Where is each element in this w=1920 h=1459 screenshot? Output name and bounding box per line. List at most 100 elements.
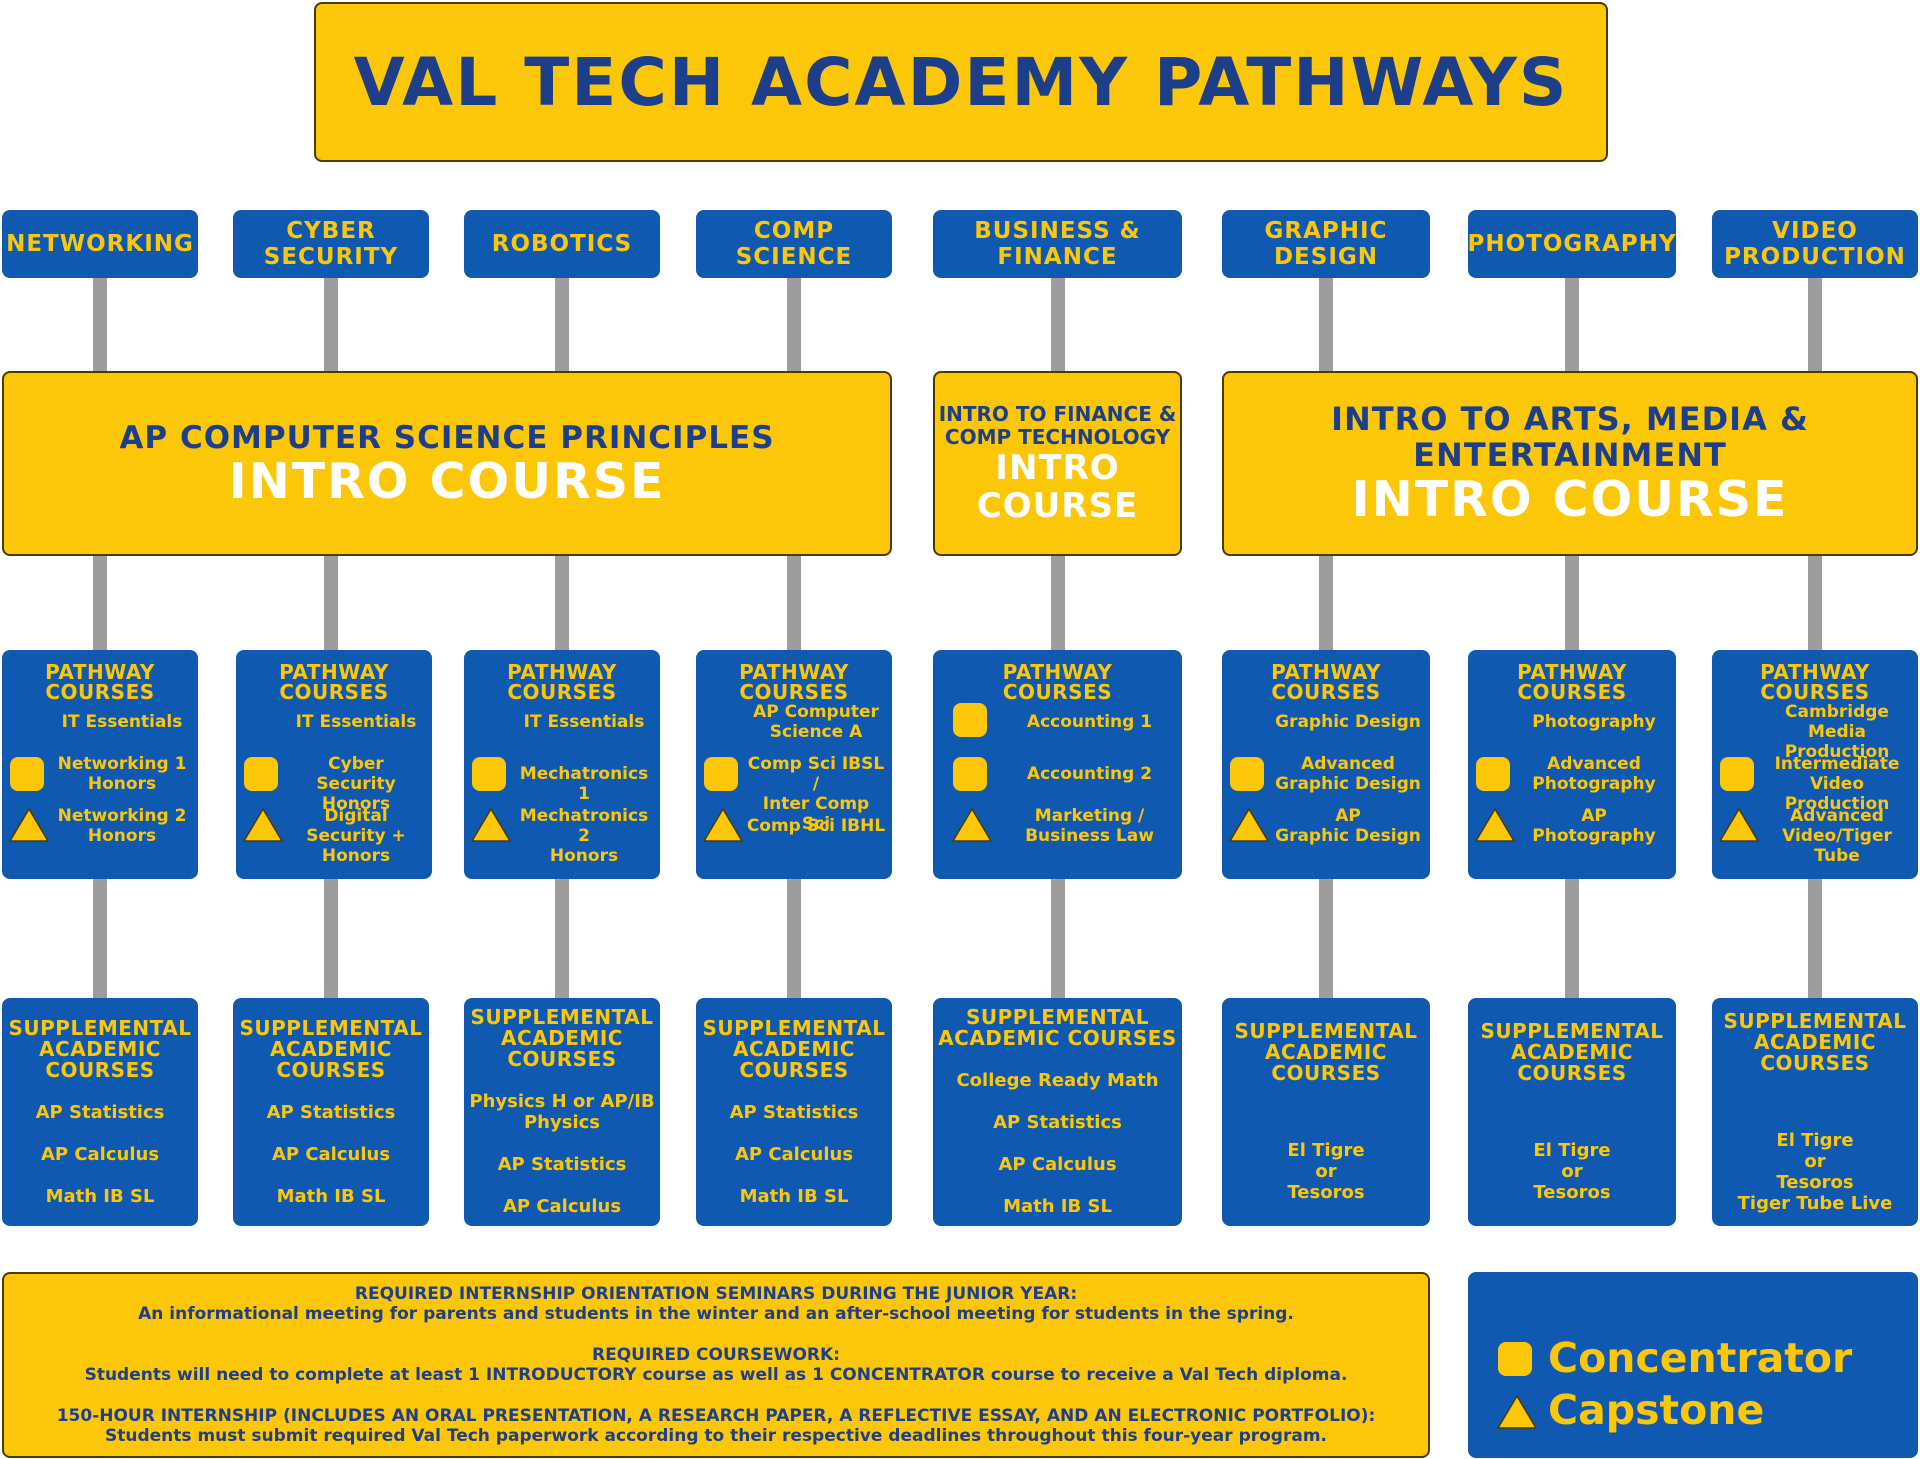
pathway-course-line: AP bbox=[1335, 806, 1361, 826]
notes-heading-coursework: REQUIRED COURSEWORK: bbox=[592, 1345, 840, 1365]
supplemental-header-line: COURSES bbox=[1760, 1050, 1870, 1075]
supplemental-course-line: or bbox=[1561, 1161, 1583, 1182]
supplemental-header-line: COURSES bbox=[739, 1057, 849, 1082]
pathway-course-1: IT Essentials bbox=[286, 712, 426, 732]
supplemental-course-line: AP Statistics bbox=[993, 1112, 1122, 1133]
pathway-course-line: Honors bbox=[87, 774, 157, 794]
supplemental-course-line: AP Calculus bbox=[40, 1143, 160, 1165]
connector-line bbox=[1319, 879, 1333, 998]
intro-course-cs: AP COMPUTER SCIENCE PRINCIPLES INTRO COU… bbox=[2, 371, 892, 556]
notes-heading-internship: 150-HOUR INTERNSHIP (INCLUDES AN ORAL PR… bbox=[56, 1406, 1376, 1426]
pathway-course-line: Graphic Design bbox=[1275, 826, 1421, 846]
supplemental-header-line: SUPPLEMENTAL bbox=[8, 1015, 192, 1040]
pathway-course-1: IT Essentials bbox=[514, 712, 654, 732]
supplemental-course: AP Calculus bbox=[41, 1144, 159, 1165]
concentrator-square-icon bbox=[1476, 757, 1510, 791]
pathway-course-line: Photography bbox=[1532, 826, 1656, 846]
concentrator-square-icon bbox=[10, 757, 44, 791]
intro-label: INTRO COURSE bbox=[1351, 470, 1789, 528]
supplemental-course-line: AP Statistics bbox=[266, 1101, 396, 1123]
notes-heading-seminars: REQUIRED INTERNSHIP ORIENTATION SEMINARS… bbox=[354, 1284, 1078, 1304]
supplemental-course-line: Tiger Tube Live bbox=[1737, 1192, 1893, 1214]
supplemental-course-line: College Ready Math bbox=[956, 1070, 1159, 1091]
supplemental-course-line: AP Calculus bbox=[734, 1143, 854, 1165]
capstone-triangle-icon bbox=[1228, 807, 1270, 847]
category-label-line2: PRODUCTION bbox=[1724, 244, 1906, 270]
legend-concentrator-label: Concentrator bbox=[1548, 1334, 1853, 1382]
pathway-course-line: Production bbox=[1784, 742, 1890, 762]
supplemental-course: College Ready Math bbox=[956, 1070, 1158, 1091]
pathway-header-line2: COURSES bbox=[45, 680, 155, 704]
supplemental-header-line: SUPPLEMENTAL bbox=[1234, 1019, 1418, 1043]
capstone-triangle-icon bbox=[242, 807, 284, 847]
supplemental-course-line: El Tigre bbox=[1533, 1140, 1611, 1161]
pathway-header-line1: PATHWAY bbox=[45, 660, 155, 684]
connector-line bbox=[324, 556, 338, 650]
supplemental-course: AP Statistics bbox=[498, 1154, 627, 1175]
supplemental-header-line: ACADEMIC COURSES bbox=[938, 1026, 1177, 1050]
intro-title-line1: INTRO TO FINANCE & bbox=[938, 401, 1177, 426]
pathway-course-2: Accounting 2 bbox=[1003, 764, 1176, 784]
pathway-course-3: Marketing /Business Law bbox=[1003, 806, 1176, 846]
category-label-line1: VIDEO bbox=[1772, 218, 1858, 244]
pathway-header-line2: COURSES bbox=[739, 680, 849, 704]
supplemental-header-line: COURSES bbox=[507, 1047, 617, 1071]
capstone-triangle-icon bbox=[8, 807, 50, 847]
category-label-line1: BUSINESS & bbox=[974, 218, 1141, 244]
pathway-header-line2: COURSES bbox=[279, 680, 389, 704]
intro-title-line2: COMP TECHNOLOGY bbox=[944, 424, 1171, 449]
supplemental-header-line: ACADEMIC bbox=[733, 1036, 855, 1061]
pathway-course-line: Honors bbox=[549, 846, 619, 866]
pathway-course-line: IT Essentials bbox=[523, 712, 645, 732]
connector-line bbox=[1050, 879, 1065, 998]
pathway-header-line2: COURSES bbox=[1271, 680, 1381, 704]
pathway-course-3: Comp Sci IBHL bbox=[746, 816, 886, 836]
category-label-line1: PHOTOGRAPHY bbox=[1467, 231, 1677, 257]
connector-line bbox=[555, 556, 569, 650]
concentrator-square-icon bbox=[704, 757, 738, 791]
category-label-line1: CYBER bbox=[286, 218, 376, 244]
supplemental-course-line: AP Calculus bbox=[998, 1154, 1117, 1175]
supplemental-course: Math IB SL bbox=[1003, 1196, 1112, 1217]
pathway-course-line: Cyber Security bbox=[316, 754, 396, 794]
pathway-header-line1: PATHWAY bbox=[1002, 660, 1113, 684]
connector-line bbox=[787, 879, 801, 998]
category-label-line1: COMP bbox=[753, 218, 835, 244]
capstone-triangle-icon bbox=[951, 807, 993, 847]
supplemental-course: AP Calculus bbox=[503, 1196, 621, 1217]
pathway-course-line: Mechatronics 1 bbox=[519, 764, 649, 804]
supplemental-header-line: SUPPLEMENTAL bbox=[470, 1005, 654, 1029]
supplemental-header-line: ACADEMIC bbox=[1511, 1040, 1633, 1064]
legend-capstone-label: Capstone bbox=[1548, 1386, 1765, 1434]
supplemental-course: AP Statistics bbox=[267, 1102, 396, 1123]
pathway-course-line: Marketing / bbox=[1034, 806, 1145, 826]
connector-line bbox=[93, 556, 107, 650]
concentrator-square-icon bbox=[244, 757, 278, 791]
category-networking: NETWORKING bbox=[2, 210, 198, 278]
page-title: VAL TECH ACADEMY PATHWAYS bbox=[353, 43, 1569, 121]
supplemental-header-line: SUPPLEMENTAL bbox=[239, 1015, 423, 1040]
category-business-finance: BUSINESS &FINANCE bbox=[933, 210, 1182, 278]
supplemental-course-line: Math IB SL bbox=[276, 1185, 386, 1207]
pathway-course-line: Photography bbox=[1532, 712, 1656, 732]
pathway-course-2: Mechatronics 1 bbox=[514, 764, 654, 804]
connector-line bbox=[324, 278, 338, 371]
notes-text-internship: Students must submit required Val Tech p… bbox=[105, 1426, 1327, 1446]
pathway-course-line: Video Production bbox=[1784, 774, 1890, 814]
capstone-triangle-icon bbox=[1718, 807, 1760, 847]
